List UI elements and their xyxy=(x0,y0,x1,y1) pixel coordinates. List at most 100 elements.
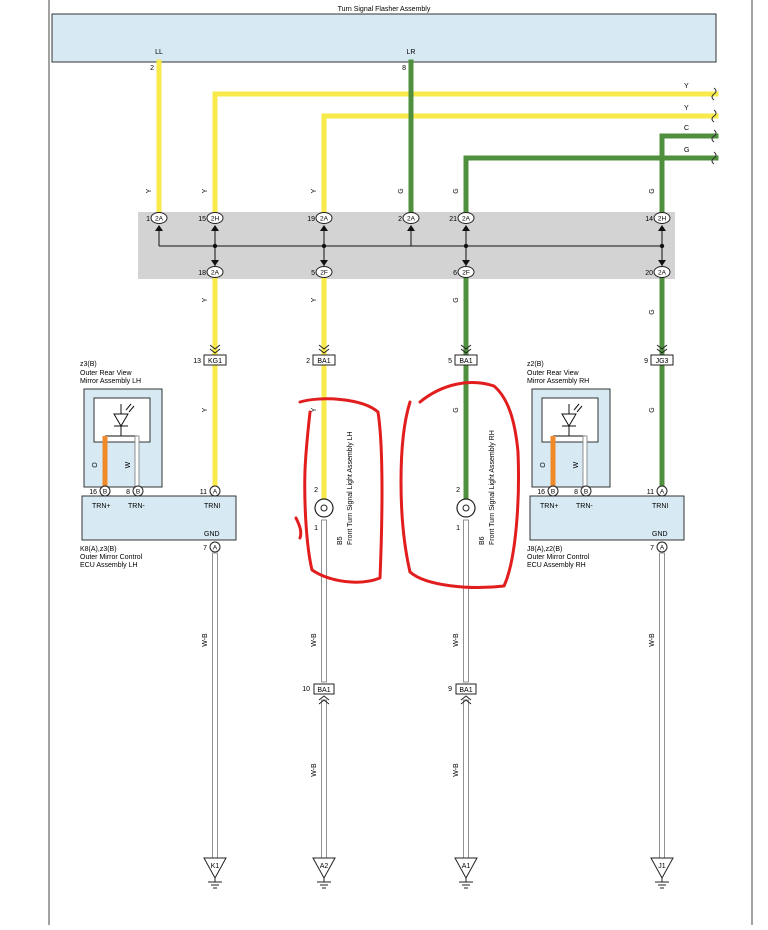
mirror-assembly-rh[interactable]: z2(B) Outer Rear View Mirror Assembly RH… xyxy=(527,361,611,489)
svg-text:6: 6 xyxy=(453,270,457,277)
wire-break-marks xyxy=(711,87,717,165)
svg-text:W: W xyxy=(573,461,580,468)
svg-text:Mirror Assembly LH: Mirror Assembly LH xyxy=(80,378,141,385)
svg-text:2F: 2F xyxy=(320,270,328,277)
svg-text:Front Turn Signal Light Assemb: Front Turn Signal Light Assembly LH xyxy=(347,431,354,545)
svg-text:BA1: BA1 xyxy=(459,358,472,365)
svg-text:2A: 2A xyxy=(658,270,667,277)
svg-text:W-B: W-B xyxy=(202,633,209,647)
svg-text:O: O xyxy=(540,462,547,468)
svg-text:O: O xyxy=(92,462,99,468)
svg-text:Y: Y xyxy=(311,297,318,302)
svg-text:Outer Mirror Control: Outer Mirror Control xyxy=(80,554,143,561)
lamp-lh[interactable]: 2 1 B5 Front Turn Signal Light Assembly … xyxy=(314,431,354,545)
svg-text:C: C xyxy=(684,125,689,132)
svg-text:ECU Assembly LH: ECU Assembly LH xyxy=(80,562,138,569)
right-wire-labels: Y Y C G xyxy=(684,83,689,154)
svg-text:A: A xyxy=(660,545,665,552)
svg-text:Y: Y xyxy=(202,407,209,412)
svg-text:BA1: BA1 xyxy=(317,687,330,694)
svg-text:5: 5 xyxy=(311,270,315,277)
svg-text:20: 20 xyxy=(645,270,653,277)
yellow-wires[interactable] xyxy=(156,59,719,501)
svg-text:1: 1 xyxy=(146,216,150,223)
mirror-assembly-lh[interactable]: z3(B) Outer Rear View Mirror Assembly LH… xyxy=(80,361,163,489)
svg-text:2A: 2A xyxy=(462,216,471,223)
svg-text:2A: 2A xyxy=(320,216,329,223)
svg-text:K8(A),z3(B): K8(A),z3(B) xyxy=(80,546,117,553)
lamp-rh[interactable]: 2 1 B6 Front Turn Signal Light Assembly … xyxy=(456,430,496,545)
flasher-assembly[interactable]: Turn Signal Flasher Assembly LL LR xyxy=(51,6,717,63)
svg-text:Y: Y xyxy=(202,297,209,302)
splice-bus xyxy=(158,228,663,266)
svg-text:G: G xyxy=(453,407,460,412)
svg-text:G: G xyxy=(684,147,689,154)
svg-text:2A: 2A xyxy=(211,270,220,277)
svg-text:2H: 2H xyxy=(658,216,667,223)
svg-text:2: 2 xyxy=(398,216,402,223)
svg-text:A: A xyxy=(213,545,218,552)
svg-text:11: 11 xyxy=(647,489,654,496)
svg-text:TRN-: TRN- xyxy=(576,503,593,510)
bulb-icon xyxy=(462,504,470,512)
flasher-pin-num: 2 xyxy=(150,65,154,72)
svg-text:11: 11 xyxy=(200,489,207,496)
ecu-assembly-lh[interactable]: TRN+ TRN- TRNI GND K8(A),z3(B) Outer Mir… xyxy=(80,495,237,569)
svg-text:A: A xyxy=(213,489,218,496)
svg-text:7: 7 xyxy=(203,545,207,552)
svg-text:J1: J1 xyxy=(658,863,666,870)
splice-dots xyxy=(212,243,665,249)
ground-symbol: J1 xyxy=(650,857,674,889)
svg-text:2: 2 xyxy=(306,358,310,365)
ground-symbol: A2 xyxy=(312,857,336,889)
svg-text:2A: 2A xyxy=(407,216,416,223)
ground-wires[interactable] xyxy=(212,519,665,859)
svg-text:TRNI: TRNI xyxy=(652,503,668,510)
svg-text:16: 16 xyxy=(89,489,97,496)
ecu-pin: 11 A xyxy=(200,485,221,497)
svg-text:16: 16 xyxy=(537,489,545,496)
svg-text:B: B xyxy=(136,489,140,496)
upper-wire-labels: Y Y Y G G G xyxy=(146,188,656,193)
green-wires[interactable] xyxy=(408,59,719,501)
svg-text:Front Turn Signal Light Assemb: Front Turn Signal Light Assembly RH xyxy=(489,430,496,545)
svg-text:JG3: JG3 xyxy=(656,358,669,365)
svg-text:15: 15 xyxy=(198,216,206,223)
flasher-title: Turn Signal Flasher Assembly xyxy=(338,6,431,13)
svg-text:W-B: W-B xyxy=(311,633,318,647)
svg-text:B5: B5 xyxy=(337,536,344,545)
svg-text:7: 7 xyxy=(650,545,654,552)
svg-text:10: 10 xyxy=(302,686,310,693)
svg-text:G: G xyxy=(649,407,656,412)
svg-text:W-B: W-B xyxy=(453,763,460,777)
svg-text:Outer Mirror Control: Outer Mirror Control xyxy=(527,554,590,561)
svg-text:B6: B6 xyxy=(479,536,486,545)
svg-text:TRN+: TRN+ xyxy=(540,503,558,510)
ecu-assembly-rh[interactable]: TRN+ TRN- TRNI GND J8(A),z2(B) Outer Mir… xyxy=(527,495,685,569)
mid-wire-labels: Y Y G G xyxy=(202,407,656,412)
svg-text:G: G xyxy=(649,188,656,193)
svg-text:G: G xyxy=(649,309,656,314)
flasher-pin-num: 8 xyxy=(402,65,406,72)
splice-pin: 5 2F xyxy=(311,260,333,278)
svg-text:Mirror Assembly RH: Mirror Assembly RH xyxy=(527,378,589,385)
svg-text:G: G xyxy=(453,297,460,302)
svg-text:TRN-: TRN- xyxy=(128,503,145,510)
bulb-icon xyxy=(320,504,328,512)
svg-text:TRNI: TRNI xyxy=(204,503,220,510)
ground-wire-labels: W-B W-B W-B W-B W-B W-B xyxy=(202,633,656,777)
